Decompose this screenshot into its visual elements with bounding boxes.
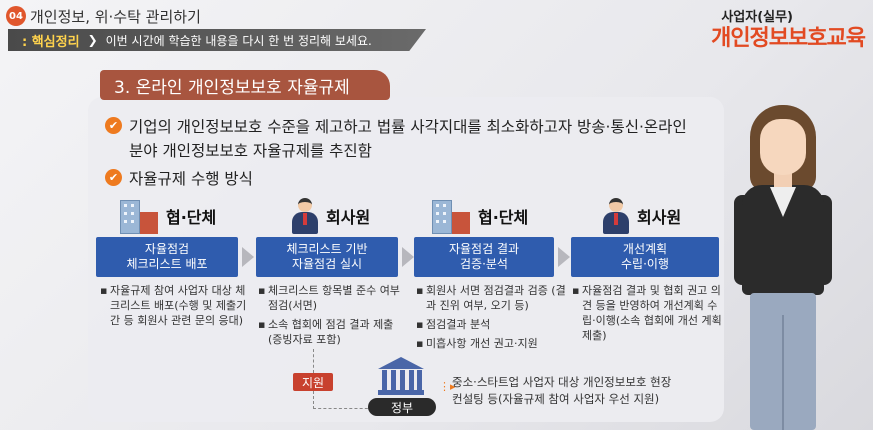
step-detail-list-2: ▪체크리스트 항목별 준수 여부 점검(서면) ▪소속 협회에 점검 결과 제출… bbox=[258, 283, 408, 351]
government-building-icon bbox=[378, 357, 424, 395]
actor-label: 회사원 bbox=[637, 208, 682, 227]
government-label: 정부 bbox=[368, 398, 436, 416]
actor-association-1: 협·단체 bbox=[118, 198, 216, 234]
step-box-2: 체크리스트 기반 자율점검 실시 bbox=[256, 237, 398, 277]
gov-text-line: 중소·스타트업 사업자 대상 개인정보보호 현장 bbox=[452, 375, 672, 389]
chevron-right-icon bbox=[558, 247, 570, 267]
government-support-text: 중소·스타트업 사업자 대상 개인정보보호 현장 컨설팅 등(자율규제 참여 사… bbox=[452, 374, 671, 408]
actor-label: 협·단체 bbox=[478, 208, 529, 227]
person-icon bbox=[601, 198, 631, 234]
step-detail-list-4: ▪자율점검 결과 및 협회 권고 의견 등을 반영하여 개선계획 수립·이행(소… bbox=[572, 283, 722, 347]
bullet-text: 자율규제 수행 방식 bbox=[129, 170, 253, 188]
brand-title: 개인정보보호교육 bbox=[711, 26, 866, 51]
bullet-item: ✔ 자율규제 수행 방식 bbox=[105, 167, 253, 189]
section-title: 3. 온라인 개인정보보호 자율규제 bbox=[100, 70, 390, 100]
actor-label: 회사원 bbox=[326, 208, 371, 227]
list-item: ▪체크리스트 항목별 준수 여부 점검(서면) bbox=[258, 283, 408, 313]
step-line: 수립·이행 bbox=[621, 257, 669, 271]
detail-text: 소속 협회에 점검 결과 제출 (증빙자료 포함) bbox=[268, 318, 394, 346]
arrow-right-icon: ⋮▸ bbox=[439, 380, 456, 393]
detail-text: 체크리스트 항목별 준수 여부 점검(서면) bbox=[268, 284, 400, 312]
step-detail-list-3: ▪회원사 서면 점검결과 검증 (결과 진위 여부, 오기 등) ▪점검결과 분… bbox=[416, 283, 566, 355]
detail-text: 점검결과 분석 bbox=[426, 318, 491, 331]
step-box-3: 자율점검 결과 검증·분석 bbox=[414, 237, 554, 277]
bullet-item: ✔ 기업의 개인정보보호 수준을 제고하고 법률 사각지대를 최소화하고자 방송… bbox=[105, 115, 705, 163]
summary-keyword: : 핵심정리 bbox=[22, 34, 80, 50]
list-item: ▪자율규제 참여 사업자 대상 체크리스트 배포(수행 및 제출기간 등 회원사… bbox=[100, 283, 250, 328]
summary-bar: : 핵심정리 ❯ 이번 시간에 학습한 내용을 다시 한 번 정리해 보세요. bbox=[8, 29, 426, 51]
step-line: 자율점검 결과 bbox=[448, 242, 520, 256]
chapter-title: 개인정보, 위·수탁 관리하기 bbox=[30, 8, 201, 26]
actor-company-1: 회사원 bbox=[290, 198, 370, 234]
summary-description: 이번 시간에 학습한 내용을 다시 한 번 정리해 보세요. bbox=[105, 33, 372, 48]
chevron-right-icon bbox=[242, 247, 254, 267]
detail-text: 회원사 서면 점검결과 검증 (결과 진위 여부, 오기 등) bbox=[426, 284, 566, 312]
detail-text: 미흡사항 개선 권고·지원 bbox=[426, 337, 538, 350]
brand-subtitle: 사업자(실무) bbox=[721, 10, 793, 25]
check-icon: ✔ bbox=[105, 117, 122, 134]
step-line: 체크리스트 배포 bbox=[126, 257, 208, 271]
building-icon bbox=[430, 198, 472, 234]
detail-text: 자율점검 결과 및 협회 권고 의견 등을 반영하여 개선계획 수립·이행(소속… bbox=[582, 284, 722, 342]
step-detail-list-1: ▪자율규제 참여 사업자 대상 체크리스트 배포(수행 및 제출기간 등 회원사… bbox=[100, 283, 250, 332]
step-line: 검증·분석 bbox=[460, 257, 508, 271]
gov-text-line: 컨설팅 등(자율규제 참여 사업자 우선 지원) bbox=[452, 392, 660, 406]
actor-association-2: 협·단체 bbox=[430, 198, 528, 234]
list-item: ▪회원사 서면 점검결과 검증 (결과 진위 여부, 오기 등) bbox=[416, 284, 566, 312]
building-icon bbox=[118, 198, 160, 234]
check-icon: ✔ bbox=[105, 169, 122, 186]
chapter-number-badge: 04 bbox=[6, 6, 26, 26]
person-icon bbox=[290, 198, 320, 234]
chevron-right-icon bbox=[402, 247, 414, 267]
step-box-4: 개선계획 수립·이행 bbox=[571, 237, 719, 277]
connector-line bbox=[313, 408, 373, 409]
list-item: ▪점검결과 분석 bbox=[416, 318, 491, 331]
list-item: ▪미흡사항 개선 권고·지원 bbox=[416, 337, 538, 350]
step-line: 자율점검 실시 bbox=[291, 257, 363, 271]
connector-line bbox=[313, 391, 314, 409]
bullet-text: 기업의 개인정보보호 수준을 제고하고 법률 사각지대를 최소화하고자 방송·통… bbox=[129, 118, 687, 160]
connector-line bbox=[313, 349, 314, 373]
step-line: 자율점검 bbox=[144, 242, 190, 256]
step-box-1: 자율점검 체크리스트 배포 bbox=[96, 237, 238, 277]
step-line: 개선계획 bbox=[622, 242, 668, 256]
instructor-illustration bbox=[728, 105, 838, 430]
list-item: ▪자율점검 결과 및 협회 권고 의견 등을 반영하여 개선계획 수립·이행(소… bbox=[572, 284, 722, 342]
chevron-right-icon: ❯ bbox=[87, 33, 98, 47]
step-line: 체크리스트 기반 bbox=[286, 242, 368, 256]
list-item: ▪소속 협회에 점검 결과 제출 (증빙자료 포함) bbox=[258, 317, 408, 347]
support-badge: 지원 bbox=[293, 373, 333, 391]
detail-text: 자율규제 참여 사업자 대상 체크리스트 배포(수행 및 제출기간 등 회원사 … bbox=[110, 284, 247, 327]
actor-company-2: 회사원 bbox=[601, 198, 681, 234]
actor-label: 협·단체 bbox=[166, 208, 217, 227]
